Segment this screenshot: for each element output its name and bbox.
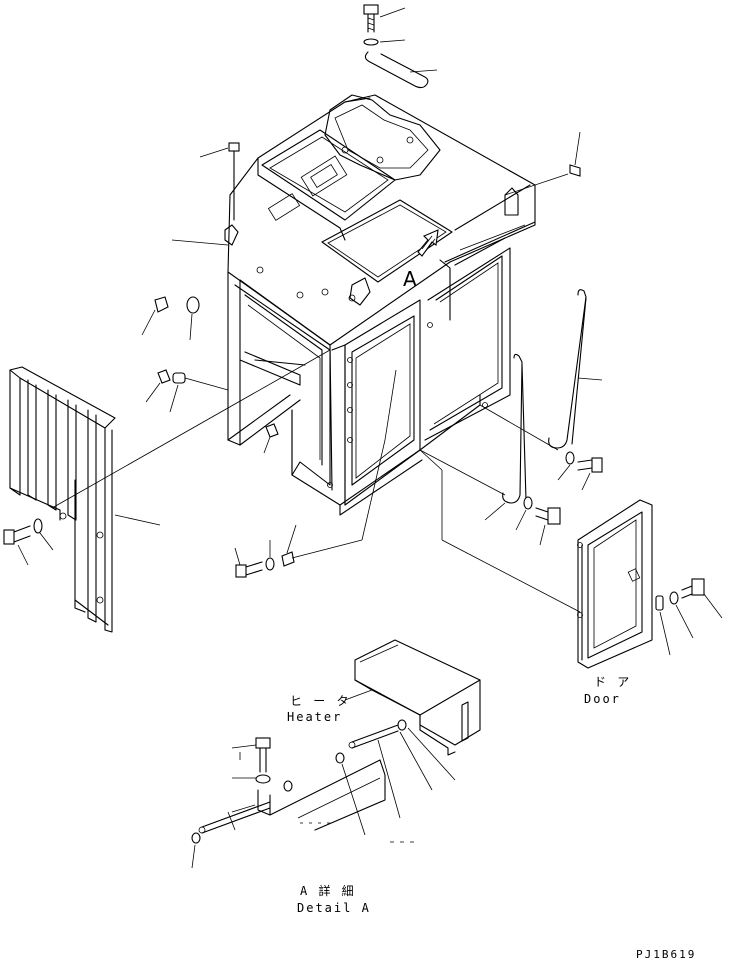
- front-guard: [9, 366, 116, 633]
- heater-rod: [348, 724, 399, 749]
- detail-a-end-nut: [191, 832, 201, 844]
- stay-rod-left: [502, 353, 527, 504]
- heater-nut: [335, 752, 345, 764]
- lower-washer: [265, 557, 275, 571]
- stay-bolt-2: [535, 507, 561, 525]
- stay-washer-2: [523, 496, 533, 510]
- door-panel: [577, 499, 653, 669]
- heater-label-en: Heater: [287, 710, 343, 724]
- top-bolt: [363, 4, 379, 33]
- door-spacer: [655, 595, 664, 611]
- stay-bolt-1: [577, 457, 603, 473]
- left-clip-2: [157, 369, 171, 384]
- view-arrow-icon: [417, 229, 439, 257]
- upper-left-bolt: [228, 142, 240, 221]
- heater-unit: [354, 639, 481, 756]
- view-a-marker: A: [403, 267, 417, 291]
- detail-a-nut: [283, 780, 293, 792]
- left-bolt: [3, 525, 31, 545]
- drawing-number: PJ1B619: [636, 948, 697, 961]
- mid-clip: [265, 423, 279, 438]
- heater-washer: [397, 719, 407, 731]
- left-plug: [172, 372, 186, 384]
- cab-frame: [224, 94, 536, 516]
- door-washer: [669, 591, 679, 605]
- detail-a-bolt: [255, 737, 271, 773]
- left-washer: [33, 518, 43, 534]
- door-label-en: Door: [584, 692, 621, 706]
- detail-a-washer: [255, 774, 271, 784]
- lower-center-bolt: [235, 561, 263, 578]
- detail-a-label-jp: A 詳 細: [300, 884, 356, 898]
- door-bolt: [681, 578, 705, 599]
- heater-label-jp: ヒ ー タ: [290, 694, 351, 708]
- roof-right-bolt: [569, 164, 581, 177]
- top-washer: [363, 38, 379, 46]
- door-label-jp: ド ア: [594, 675, 632, 689]
- detail-a-rod: [198, 801, 271, 834]
- left-clip-1: [154, 296, 169, 313]
- left-cap: [186, 296, 200, 314]
- stay-rod-right: [548, 289, 587, 449]
- top-hook: [364, 51, 429, 89]
- detail-a-label-en: Detail A: [297, 901, 371, 915]
- stay-washer-1: [565, 451, 575, 465]
- detail-a-bracket: [257, 759, 386, 831]
- lower-clip: [281, 551, 295, 567]
